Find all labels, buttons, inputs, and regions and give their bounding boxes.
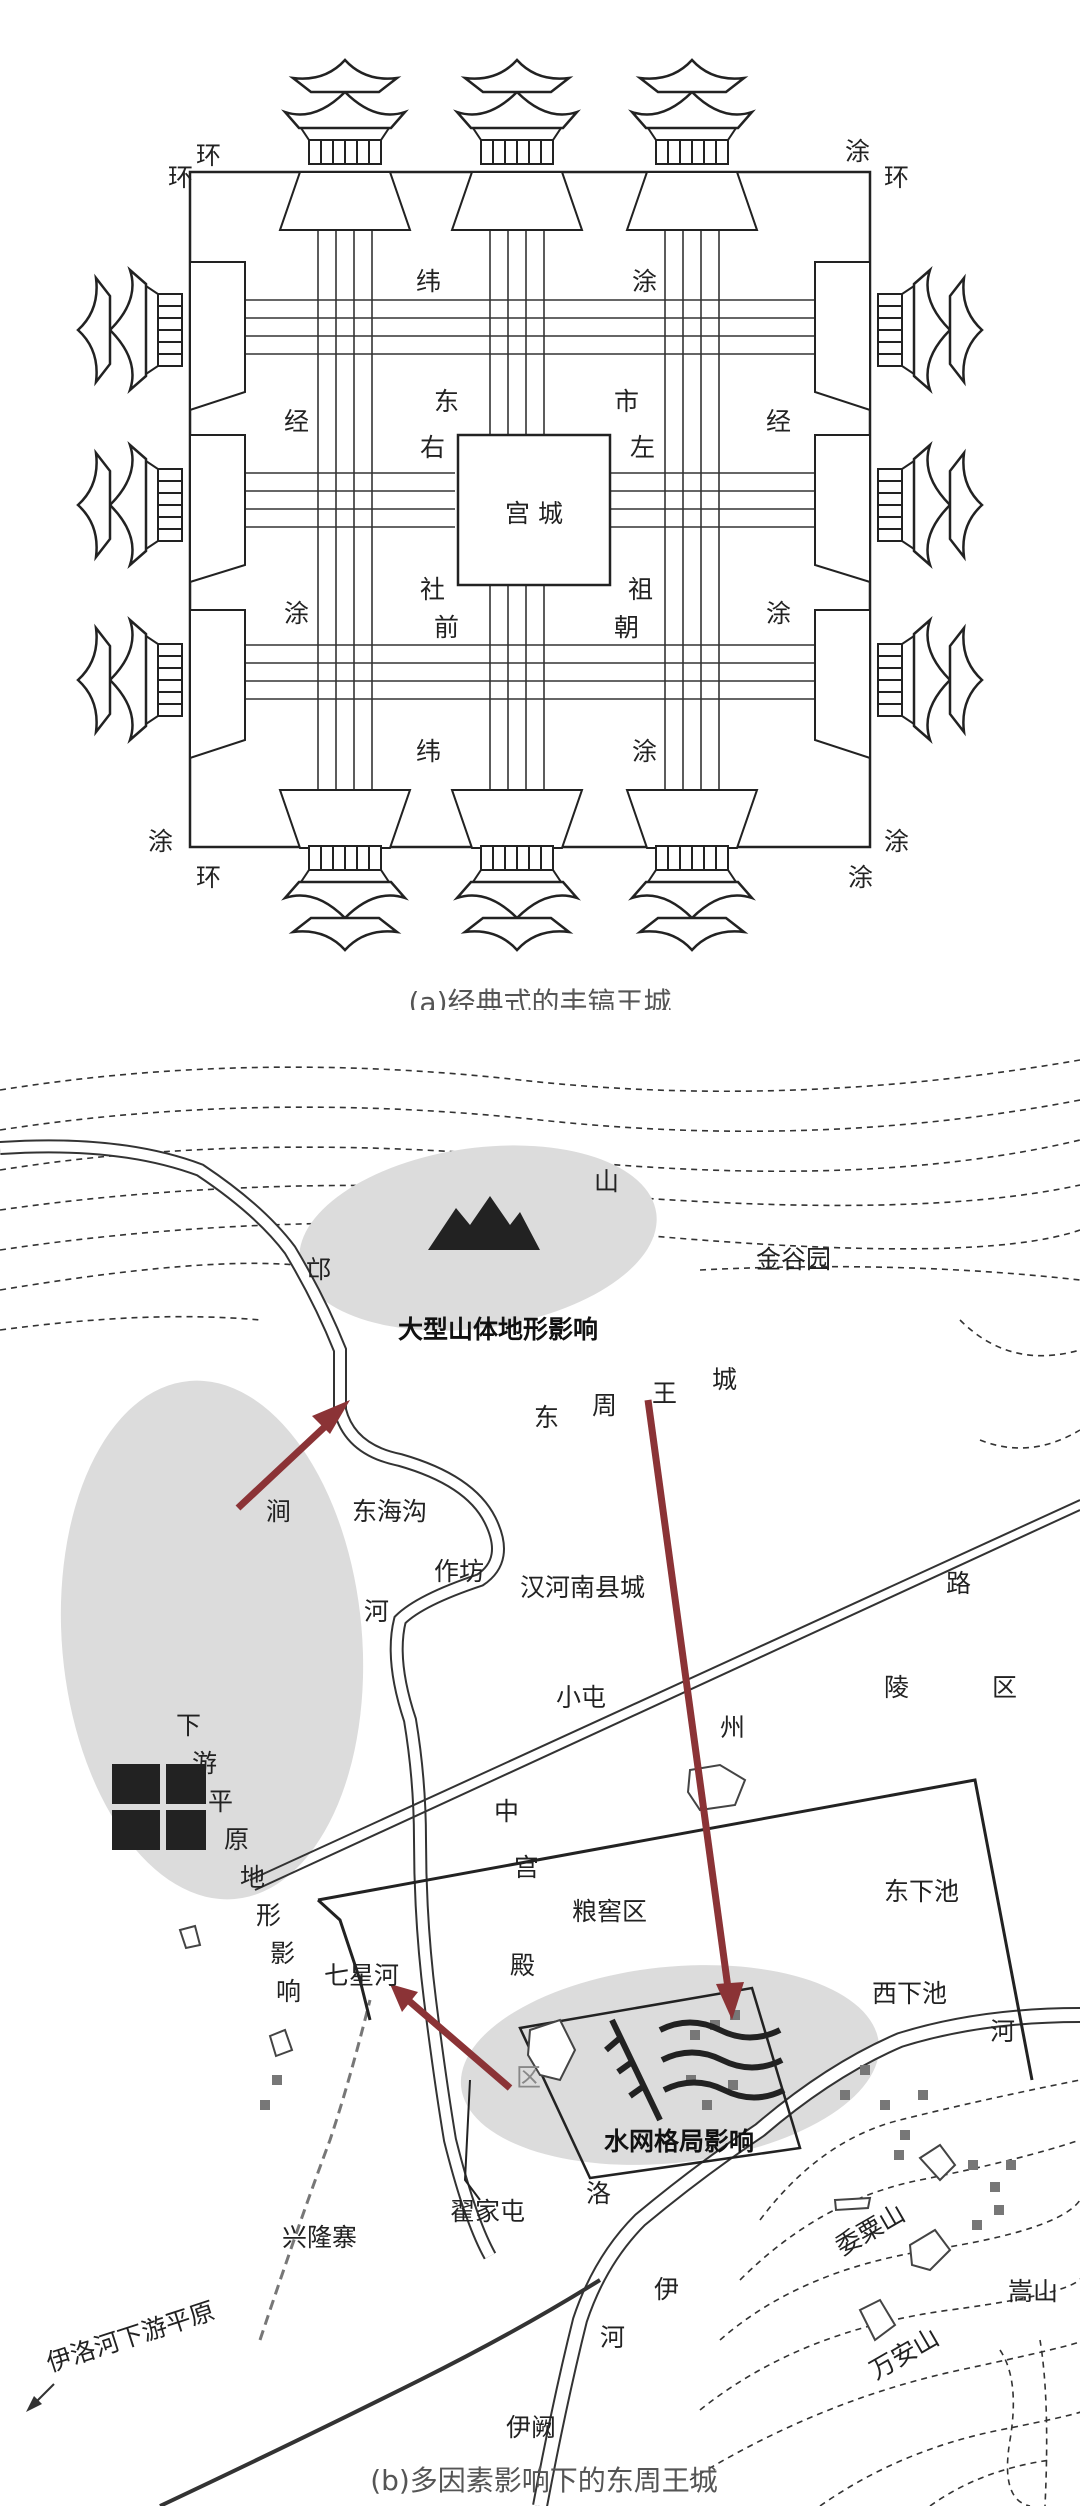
svg-text:环: 环	[196, 141, 221, 170]
svg-text:伊: 伊	[654, 2275, 679, 2304]
svg-text:嵩山: 嵩山	[1008, 2277, 1058, 2306]
svg-text:涂: 涂	[848, 863, 873, 892]
influence-arrows	[235, 1399, 744, 2091]
svg-text:河: 河	[364, 1597, 389, 1626]
svg-text:涂: 涂	[632, 737, 657, 766]
svg-text:邙: 邙	[306, 1255, 331, 1284]
svg-text:伊洛河下游平原: 伊洛河下游平原	[43, 2296, 218, 2378]
svg-text:地: 地	[240, 1863, 265, 1892]
svg-text:河: 河	[600, 2323, 625, 2352]
svg-text:洛: 洛	[586, 2179, 611, 2208]
figure-a-labels: 环 环 涂 环 涂 环 涂 涂 纬 涂 经 经 涂 涂 纬 涂 东 右 市 左 …	[148, 137, 909, 892]
mountain-icon	[428, 1196, 540, 1250]
svg-text:区: 区	[992, 1673, 1017, 1702]
svg-text:经: 经	[284, 407, 309, 436]
svg-text:涂: 涂	[632, 267, 657, 296]
svg-text:下: 下	[176, 1711, 201, 1740]
svg-text:影: 影	[270, 1939, 295, 1968]
svg-text:前: 前	[434, 613, 459, 642]
svg-text:右: 右	[420, 433, 445, 462]
figure-b-caption: (b)多因素影响下的东周王城	[370, 2464, 718, 2497]
gate-trapezoids	[189, 171, 871, 849]
palace-label: 宫 城	[505, 499, 563, 528]
svg-text:经: 经	[766, 407, 791, 436]
svg-text:涂: 涂	[148, 827, 173, 856]
svg-text:汉河南县城: 汉河南县城	[520, 1573, 645, 1602]
figure-b-map: 大型山体地形影响 水网格局影响 下 游 平 原 地 形 影 响 山 邙 金谷园 …	[0, 1059, 1080, 2506]
svg-text:东下池: 东下池	[884, 1877, 959, 1906]
svg-text:殿: 殿	[510, 1951, 535, 1980]
city-walls	[316, 1778, 1034, 2201]
svg-text:作坊: 作坊	[434, 1557, 484, 1586]
palace-city	[456, 433, 612, 587]
svg-text:东: 东	[434, 387, 459, 416]
svg-text:游: 游	[192, 1749, 217, 1778]
roads	[249, 1499, 1080, 1891]
svg-text:路: 路	[946, 1569, 971, 1598]
svg-text:王: 王	[652, 1379, 677, 1408]
svg-text:东: 东	[534, 1403, 559, 1432]
svg-text:形: 形	[256, 1901, 281, 1930]
svg-text:纬: 纬	[416, 267, 441, 296]
svg-text:粮窖区: 粮窖区	[572, 1897, 647, 1926]
svg-text:东海沟: 东海沟	[352, 1497, 427, 1526]
influence-zones	[60, 1145, 880, 2165]
svg-text:涂: 涂	[284, 599, 309, 628]
svg-text:市: 市	[614, 387, 639, 416]
svg-text:城: 城	[712, 1365, 737, 1394]
svg-text:涧: 涧	[266, 1497, 291, 1526]
svg-text:大型山体地形影响: 大型山体地形影响	[398, 1315, 598, 1344]
rivers	[0, 1139, 1080, 2506]
svg-text:平: 平	[208, 1787, 233, 1816]
svg-text:山: 山	[594, 1167, 619, 1196]
svg-text:环: 环	[196, 863, 221, 892]
svg-text:伊阙: 伊阙	[506, 2413, 556, 2442]
figure-a-caption: (a)经典式的丰镐王城	[408, 986, 671, 1010]
north-south-avenues	[317, 200, 720, 820]
svg-text:响: 响	[276, 1977, 301, 2006]
svg-text:涂: 涂	[845, 137, 870, 166]
svg-text:陵: 陵	[884, 1673, 909, 1702]
svg-text:西下池: 西下池	[872, 1979, 947, 2008]
svg-text:原: 原	[224, 1825, 249, 1854]
water-network-icon	[604, 2018, 786, 2122]
svg-text:社: 社	[420, 575, 445, 604]
svg-text:区: 区	[516, 2063, 541, 2092]
svg-text:环: 环	[168, 163, 193, 192]
svg-text:祖: 祖	[628, 575, 653, 604]
svg-text:涂: 涂	[766, 599, 791, 628]
svg-text:七星河: 七星河	[324, 1961, 399, 1990]
svg-text:宫: 宫	[514, 1853, 539, 1882]
svg-text:周: 周	[592, 1391, 617, 1420]
east-west-avenues	[210, 299, 850, 700]
grid-plain-icon	[112, 1764, 206, 1850]
svg-text:翟家屯: 翟家屯	[450, 2197, 525, 2226]
svg-text:金谷园: 金谷园	[756, 1245, 831, 1274]
svg-text:左: 左	[630, 433, 655, 462]
svg-text:朝: 朝	[614, 613, 639, 642]
svg-text:州: 州	[720, 1713, 745, 1742]
svg-text:水网格局影响: 水网格局影响	[604, 2127, 754, 2156]
svg-text:纬: 纬	[416, 737, 441, 766]
svg-text:小屯: 小屯	[556, 1683, 606, 1712]
svg-text:中: 中	[494, 1797, 519, 1826]
svg-text:涂: 涂	[884, 827, 909, 856]
plain-direction-arrow	[26, 2383, 55, 2412]
svg-text:河: 河	[990, 2017, 1015, 2046]
svg-text:环: 环	[884, 163, 909, 192]
figure-a-diagram: 宫 城 环 环 涂 环 涂 环 涂 涂 纬 涂 经 经 涂 涂 纬 涂 东 右 …	[76, 58, 984, 1010]
svg-text:兴隆寨: 兴隆寨	[282, 2223, 357, 2252]
